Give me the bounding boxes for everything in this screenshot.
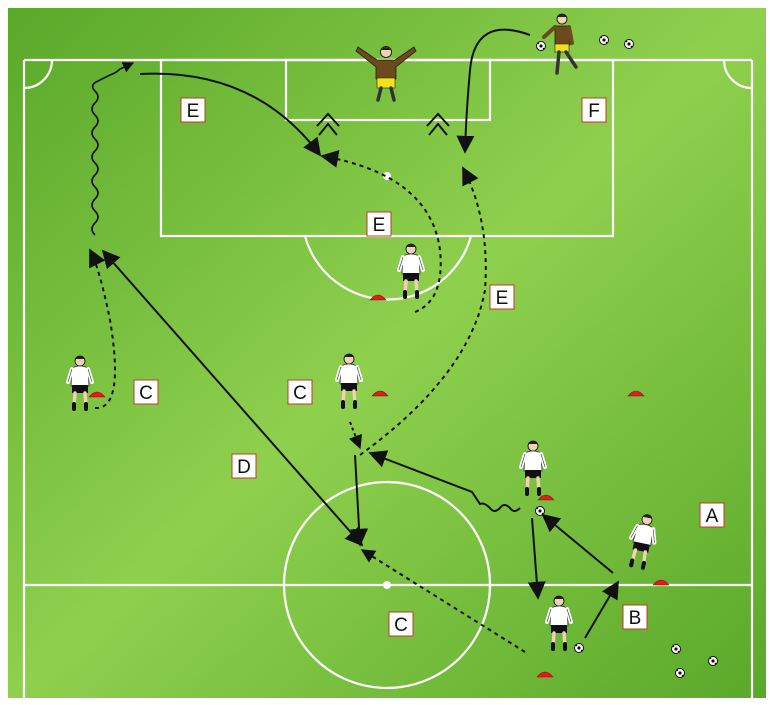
marker-label: B bbox=[629, 608, 642, 629]
marker-label: C bbox=[139, 383, 153, 404]
ball-icon bbox=[575, 644, 584, 653]
marker-e-box: E bbox=[367, 212, 391, 236]
center-spot bbox=[383, 581, 391, 589]
ball-icon bbox=[672, 645, 681, 654]
marker-label: D bbox=[237, 457, 251, 478]
marker-label: C bbox=[394, 615, 408, 636]
marker-c-left: C bbox=[134, 380, 158, 404]
pitch-surface bbox=[8, 8, 766, 698]
marker-label: A bbox=[706, 506, 719, 527]
ball-icon bbox=[625, 40, 634, 49]
ball-icon bbox=[536, 507, 545, 516]
ball-icon bbox=[709, 657, 718, 666]
marker-label: E bbox=[496, 288, 509, 309]
marker-label: E bbox=[373, 215, 386, 236]
ball-icon bbox=[537, 42, 546, 51]
marker-e-top-left: E bbox=[181, 98, 205, 122]
ball-icon bbox=[676, 669, 685, 678]
marker-label: C bbox=[293, 383, 307, 404]
marker-label: F bbox=[588, 101, 600, 122]
marker-e-right: E bbox=[490, 285, 514, 309]
marker-a-right: A bbox=[700, 503, 724, 527]
marker-f-top-right: F bbox=[582, 98, 606, 122]
marker-d-mid: D bbox=[232, 454, 256, 478]
ball-icon bbox=[600, 36, 609, 45]
marker-b-bottom: B bbox=[623, 605, 647, 629]
marker-label: E bbox=[187, 101, 200, 122]
marker-c-center: C bbox=[288, 380, 312, 404]
marker-c-bottom: C bbox=[389, 612, 413, 636]
